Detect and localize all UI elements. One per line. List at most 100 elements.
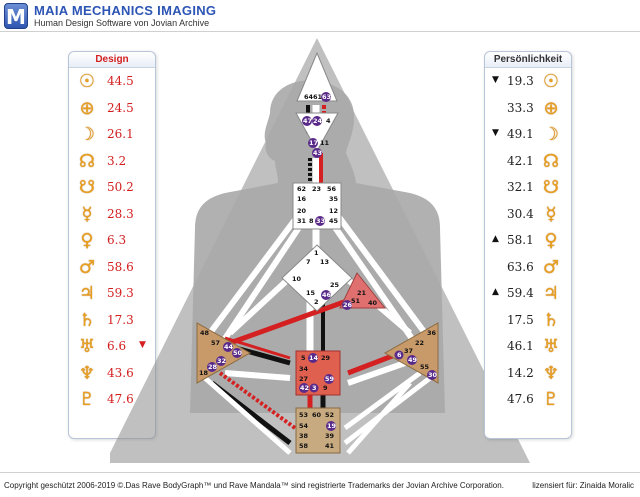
gate-44: 44 [224,343,234,351]
planet-row[interactable]: ♇ 47.6 [69,386,155,413]
exaltation-arrow-icon: ▼ [139,340,146,350]
footer: Copyright geschützt 2006-2019 ©.Das Rave… [0,472,640,497]
personality-planet-list: ☉19.3▼⊕ 33.3 ☽49.1▼☊42.1☋32.1☿ 30.4 ♀58.1▲♂ 6… [485,68,571,413]
planet-row[interactable]: ♂58.6 [69,254,155,281]
gate-64: 64 [304,93,314,101]
planet-row[interactable]: ☽49.1▼ [485,121,571,148]
gate-54: 54 [299,422,309,430]
earth-icon: ⊕ [79,97,95,119]
saturn-icon: ♄ [78,309,96,331]
venus-icon: ♀ [544,230,558,251]
gate-36: 36 [427,329,437,337]
south-node-icon: ☋ [543,177,559,198]
gate-61: 61 [313,93,323,101]
planet-row[interactable]: ♆43.6 [69,360,155,387]
neptune-icon: ♆ [78,362,96,384]
gate-28: 28 [208,363,218,371]
planet-row[interactable]: ☋32.1 [485,174,571,201]
gate-62: 62 [297,185,306,193]
planet-value: 47.6 [107,392,134,406]
planet-row[interactable]: ⊕ 24.5 [69,95,155,122]
gate-20: 20 [297,207,307,215]
planet-row[interactable]: ♄17.3 [69,307,155,334]
planet-row[interactable]: ⊕ 33.3 [485,95,571,122]
planet-value: 24.5 [107,100,134,115]
solar-plexus-center [383,322,439,384]
gate-40: 40 [368,299,378,307]
mars-icon: ♂ [542,256,560,278]
gate-21: 21 [357,289,367,297]
planet-value: 63.6 [507,259,534,274]
venus-icon: ♀ [80,230,94,251]
gate-23: 23 [312,185,321,193]
gate-12: 12 [329,207,338,215]
app-logo: M [4,3,28,29]
planet-value: 58.6 [107,259,134,274]
planet-row[interactable]: ☿28.3 [69,201,155,228]
uranus-icon: ♅ [78,336,96,357]
planet-row[interactable]: ♀6.3 [69,227,155,254]
jupiter-icon: ♃ [78,283,96,304]
uranus-icon: ♅ [542,336,560,357]
gate-37: 37 [404,347,413,355]
gate-27: 27 [299,375,308,383]
app-subtitle: Human Design Software von Jovian Archive [34,18,210,28]
planet-value: 30.4 [507,206,534,221]
planet-row[interactable]: ☉44.5 [69,68,155,95]
planet-row[interactable]: ☊42.1 [485,148,571,175]
gate-19: 19 [327,422,337,430]
exaltation-arrow-icon: ▼ [492,128,499,138]
planet-row[interactable]: ☿ 30.4 [485,201,571,228]
planet-value: 3.2 [107,153,127,168]
earth-icon: ⊕ [543,97,559,119]
exaltation-arrow-icon: ▼ [492,75,499,85]
jupiter-icon: ♃ [542,283,560,304]
planet-row[interactable]: ♄17.5 [485,307,571,334]
planet-row[interactable]: ☊3.2 [69,148,155,175]
gate-8: 8 [309,217,314,225]
gate-16: 16 [297,195,307,203]
personality-panel: Persönlichkeit ☉19.3▼⊕ 33.3 ☽49.1▼☊42.1☋32… [484,51,572,439]
planet-row[interactable]: ☉19.3▼ [485,68,571,95]
planet-row[interactable]: ♆14.2 [485,360,571,387]
gate-26: 26 [343,301,353,309]
planet-row[interactable]: ♃59.3 [69,280,155,307]
g-center [281,244,353,312]
neptune-icon: ♆ [542,362,560,384]
mercury-icon: ☿ [545,203,557,225]
gate-52: 52 [325,411,334,419]
bodygraph-chart: 64 61 63 47 24 4 17 11 43 62 23 56 16 35… [110,38,530,463]
gate-18: 18 [199,369,209,377]
planet-row[interactable]: ♂ 63.6 [485,254,571,281]
planet-row[interactable]: ☋50.2 [69,174,155,201]
gate-22: 22 [415,339,424,347]
planet-row[interactable]: ♃59.4▲ [485,280,571,307]
gate-49: 49 [408,356,418,364]
gate-7: 7 [306,258,311,266]
gate-57: 57 [211,339,220,347]
south-node-icon: ☋ [79,177,95,198]
gate-56: 56 [327,185,337,193]
planet-row[interactable]: ♅ 46.1 [485,333,571,360]
gate-17: 17 [309,139,318,147]
planet-row[interactable]: ♇47.6 [485,386,571,413]
gate-31: 31 [297,217,307,225]
planet-row[interactable]: ♀58.1▲ [485,227,571,254]
gate-29: 29 [321,354,331,362]
saturn-icon: ♄ [542,309,560,331]
gate-39: 39 [325,432,335,440]
moon-icon: ☽ [78,124,96,145]
gate-11: 11 [320,139,330,147]
planet-row[interactable]: ♅6.6▼ [69,333,155,360]
design-panel: Design ☉44.5⊕ 24.5 ☽ 26.1 ☊3.2☋50.2☿28.3♀6.3… [68,51,156,439]
planet-row[interactable]: ☽ 26.1 [69,121,155,148]
planet-value: 46.1 [507,339,534,353]
planet-value: 26.1 [107,127,134,141]
gate-34: 34 [299,365,309,373]
planet-value: 33.3 [507,100,534,115]
gate-5: 5 [301,354,306,362]
mercury-icon: ☿ [81,203,93,225]
design-panel-title: Design [69,52,155,68]
pluto-icon: ♇ [78,389,96,410]
personality-panel-title: Persönlichkeit [485,52,571,68]
